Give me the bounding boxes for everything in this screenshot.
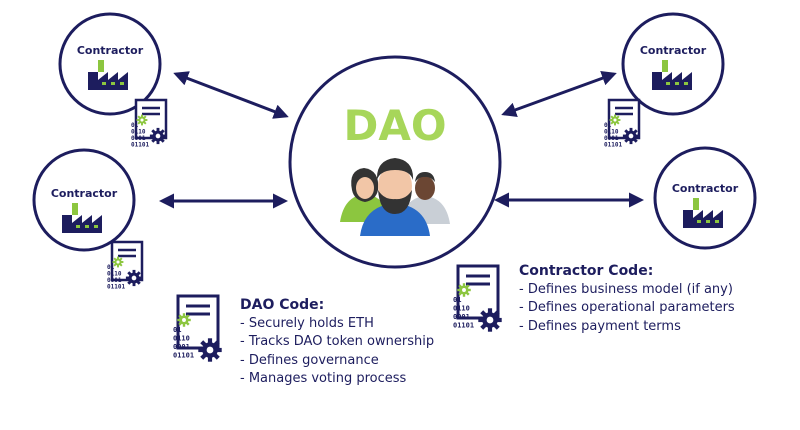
code-line: 01 (453, 296, 461, 304)
dao-code-item: - Securely holds ETH (240, 315, 374, 331)
dao-code-caption: DAO Code: - Securely holds ETH - Tracks … (240, 296, 434, 389)
code-line: 01101 (173, 352, 194, 360)
contractor-code-item: - Defines business model (if any) (519, 281, 733, 297)
contractor-code-caption: Contractor Code: - Defines business mode… (519, 262, 735, 336)
code-line: 01101 (107, 284, 125, 291)
code-line: 0001 (107, 277, 122, 284)
contractor-label: Contractor (51, 187, 118, 200)
contractor-node-mid-left: Contractor (32, 148, 136, 252)
connection-arrows (159, 71, 644, 209)
contractor-code-item: - Defines payment terms (519, 318, 681, 334)
code-line: 0110 (107, 271, 122, 278)
arrow-top-left (173, 71, 289, 119)
code-line: 01 (173, 326, 181, 334)
code-line: 01101 (131, 142, 149, 149)
code-line: 0110 (173, 335, 190, 343)
dao-code-title: DAO Code: (240, 297, 325, 313)
dao-node: DAO (288, 55, 502, 269)
code-line: 0001 (604, 135, 619, 142)
dao-code-item: - Tracks DAO token ownership (240, 334, 435, 349)
contractor-code-title: Contractor Code: (519, 263, 654, 279)
contractor-label: Contractor (672, 182, 739, 195)
code-line: 0001 (173, 343, 190, 351)
code-line: 0110 (131, 129, 146, 136)
code-line: 0001 (453, 313, 470, 321)
code-line: 0110 (453, 305, 470, 313)
code-line: 0110 (604, 129, 619, 136)
dao-label: DAO (343, 101, 446, 150)
code-line: 01101 (604, 142, 622, 149)
contractor-label: Contractor (77, 44, 144, 57)
code-line: 01 (604, 122, 612, 129)
people-group-icon (340, 158, 450, 236)
contractor-label: Contractor (640, 44, 707, 57)
code-line: 01 (131, 122, 139, 129)
contractor-code-item: - Defines operational parameters (519, 300, 735, 315)
code-line: 0001 (131, 135, 146, 142)
code-line: 01101 (453, 322, 474, 330)
dao-code-item: - Manages voting process (240, 371, 407, 386)
dao-code-item: - Defines governance (240, 352, 379, 368)
contractor-node-top-right: Contractor (621, 12, 725, 116)
contractor-node-top-left: Contractor (58, 12, 162, 116)
arrow-top-right (501, 71, 617, 117)
contractor-node-mid-right: Contractor (653, 146, 757, 250)
code-line: 01 (107, 264, 115, 271)
